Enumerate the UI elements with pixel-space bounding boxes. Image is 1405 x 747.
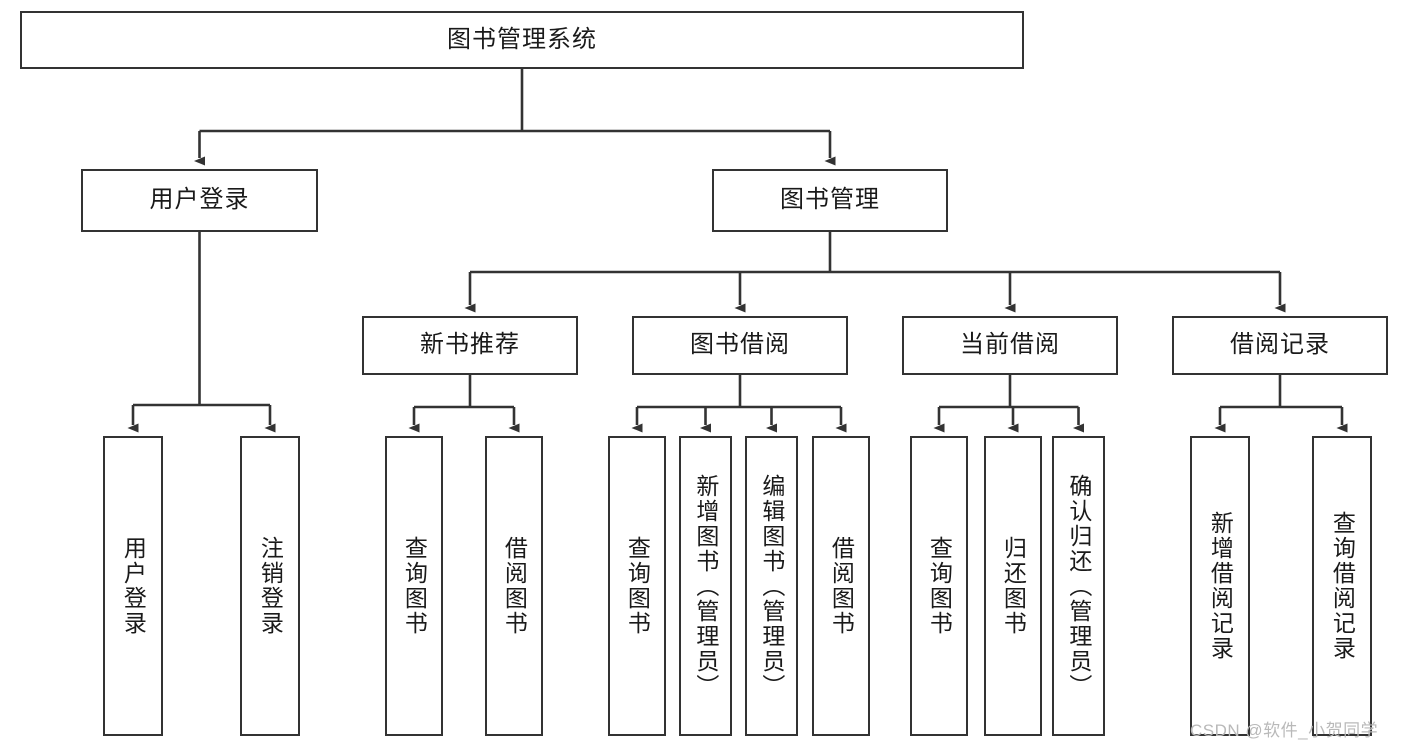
node-label: 用户登录 [149, 186, 250, 214]
node-label: 借阅记录 [1230, 331, 1330, 359]
node-label: 图书管理 [780, 186, 880, 214]
node-label: 查询图书 [926, 536, 953, 636]
node-new-book-rec[interactable]: 新书推荐 [362, 316, 578, 375]
node-current-borrow[interactable]: 当前借阅 [902, 316, 1118, 375]
node-book-borrow[interactable]: 图书借阅 [632, 316, 848, 375]
node-root-book-management-system[interactable]: 图书管理系统 [20, 11, 1024, 69]
node-leaf-query-record[interactable]: 查询借阅记录 [1312, 436, 1372, 736]
node-label: 注销登录 [257, 536, 284, 636]
node-leaf-query-book-1[interactable]: 查询图书 [385, 436, 443, 736]
node-label: 新增图书（管理员） [692, 473, 719, 699]
node-leaf-user-login[interactable]: 用户登录 [103, 436, 163, 736]
node-leaf-borrow-book-2[interactable]: 借阅图书 [812, 436, 870, 736]
node-label: 编辑图书（管理员） [758, 473, 785, 699]
node-book-manage[interactable]: 图书管理 [712, 169, 948, 232]
node-label: 查询图书 [401, 536, 428, 636]
node-borrow-record[interactable]: 借阅记录 [1172, 316, 1388, 375]
node-label: 查询借阅记录 [1329, 511, 1356, 661]
node-leaf-query-book-2[interactable]: 查询图书 [608, 436, 666, 736]
node-leaf-edit-book[interactable]: 编辑图书（管理员） [745, 436, 798, 736]
node-leaf-add-record[interactable]: 新增借阅记录 [1190, 436, 1250, 736]
node-label: 新书推荐 [420, 331, 520, 359]
node-label: 当前借阅 [960, 331, 1060, 359]
node-label: 借阅图书 [501, 536, 528, 636]
node-leaf-add-book[interactable]: 新增图书（管理员） [679, 436, 732, 736]
node-label: 查询图书 [624, 536, 651, 636]
node-leaf-query-book-3[interactable]: 查询图书 [910, 436, 968, 736]
node-label: 图书管理系统 [447, 25, 597, 53]
node-label: 用户登录 [120, 536, 147, 636]
node-user-login[interactable]: 用户登录 [81, 169, 318, 232]
node-label: 借阅图书 [828, 536, 855, 636]
node-leaf-return-book[interactable]: 归还图书 [984, 436, 1042, 736]
node-leaf-confirm-return[interactable]: 确认归还（管理员） [1052, 436, 1105, 736]
node-label: 归还图书 [1000, 536, 1027, 636]
node-label: 新增借阅记录 [1207, 511, 1234, 661]
node-leaf-borrow-book-1[interactable]: 借阅图书 [485, 436, 543, 736]
node-label: 图书借阅 [690, 331, 790, 359]
node-label: 确认归还（管理员） [1065, 473, 1092, 699]
csdn-watermark: CSDN @软件_小贺同学 [1190, 721, 1379, 740]
node-leaf-user-logout[interactable]: 注销登录 [240, 436, 300, 736]
